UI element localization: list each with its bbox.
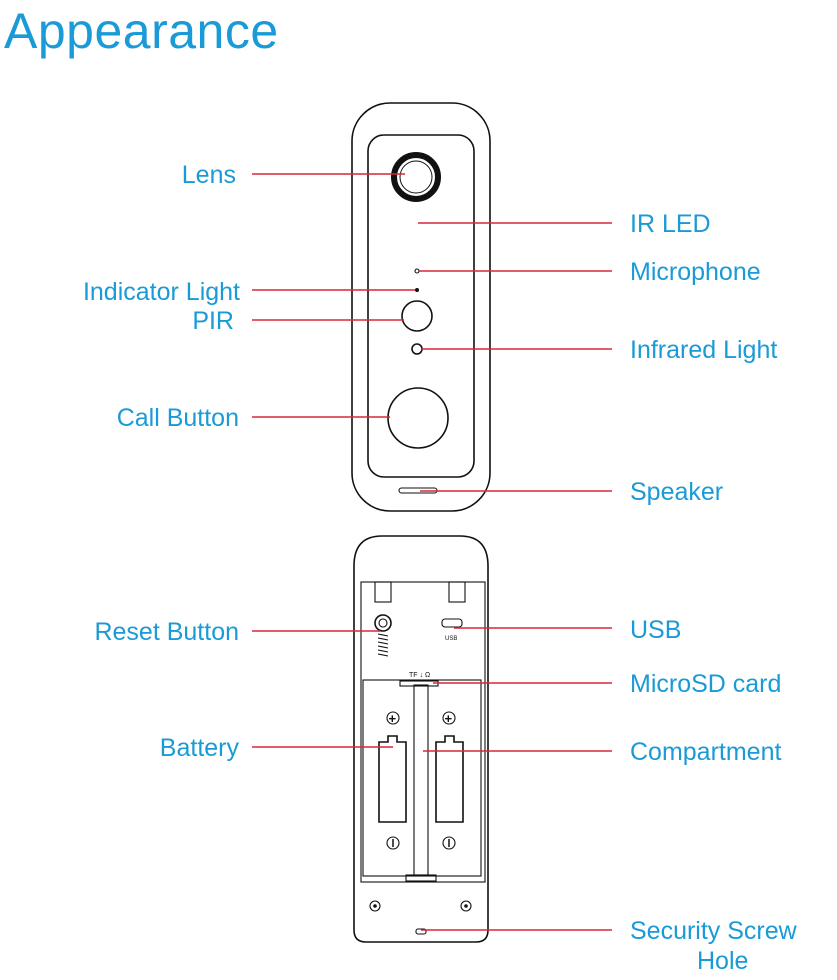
battery-slot-right bbox=[435, 735, 464, 823]
screw-left-center bbox=[373, 904, 377, 908]
battery-left-minus-mark bbox=[386, 836, 400, 850]
label-compartment: Compartment bbox=[630, 738, 782, 766]
lens-ring bbox=[391, 152, 441, 202]
back-inner-frame bbox=[360, 581, 486, 883]
doorbell-back-view: USB TF ↓ Ω + + bbox=[353, 535, 489, 943]
label-infrared-light: Infrared Light bbox=[630, 336, 778, 364]
usb-port-text: USB bbox=[445, 636, 457, 642]
label-reset-button: Reset Button bbox=[94, 618, 239, 646]
security-screw-hole bbox=[415, 928, 427, 935]
label-lens: Lens bbox=[181, 161, 236, 189]
reset-spring bbox=[377, 633, 389, 657]
doorbell-front-view bbox=[351, 102, 491, 512]
front-face-panel bbox=[367, 134, 475, 478]
screw-left bbox=[369, 900, 381, 912]
battery-right-plus-mark bbox=[442, 711, 456, 725]
screw-right bbox=[460, 900, 472, 912]
label-speaker: Speaker bbox=[630, 478, 724, 506]
screw-right-center bbox=[464, 904, 468, 908]
top-clip-left bbox=[374, 581, 392, 603]
microphone-hole bbox=[414, 268, 420, 274]
label-security-screw-hole-line1: Security Screw bbox=[630, 917, 797, 945]
tf-slot-text: TF ↓ Ω bbox=[409, 672, 430, 679]
lens-glass bbox=[399, 160, 433, 194]
page-title: Appearance bbox=[4, 3, 279, 59]
label-battery: Battery bbox=[159, 734, 239, 762]
label-call-button: Call Button bbox=[116, 404, 239, 432]
usb-port bbox=[441, 618, 463, 628]
label-microphone: Microphone bbox=[630, 258, 761, 286]
battery-slot-left bbox=[378, 735, 407, 823]
battery-compartment bbox=[362, 679, 482, 877]
label-ir-led: IR LED bbox=[630, 210, 711, 238]
front-outer-housing bbox=[351, 102, 491, 512]
label-security-screw-hole-line2: Hole bbox=[697, 947, 749, 975]
bottom-slot bbox=[405, 874, 437, 882]
battery-right-plus-text: + bbox=[445, 711, 453, 726]
call-button bbox=[387, 387, 449, 449]
battery-left-plus-mark bbox=[386, 711, 400, 725]
battery-left-plus-text: + bbox=[389, 711, 397, 726]
infrared-light-dot bbox=[411, 343, 423, 355]
back-outer-housing bbox=[353, 535, 489, 943]
label-microsd-card: MicroSD card bbox=[630, 670, 782, 698]
pir-sensor bbox=[401, 300, 433, 332]
label-indicator-light: Indicator Light bbox=[82, 278, 240, 306]
label-usb: USB bbox=[630, 616, 682, 644]
leader-lines bbox=[252, 173, 612, 931]
reset-button-inner bbox=[378, 618, 388, 628]
label-pir: PIR bbox=[192, 307, 234, 335]
battery-right-minus-mark bbox=[442, 836, 456, 850]
top-clip-right bbox=[448, 581, 466, 603]
indicator-light-dot bbox=[415, 288, 419, 292]
reset-button-hole bbox=[374, 614, 392, 632]
compartment-divider bbox=[413, 684, 429, 876]
